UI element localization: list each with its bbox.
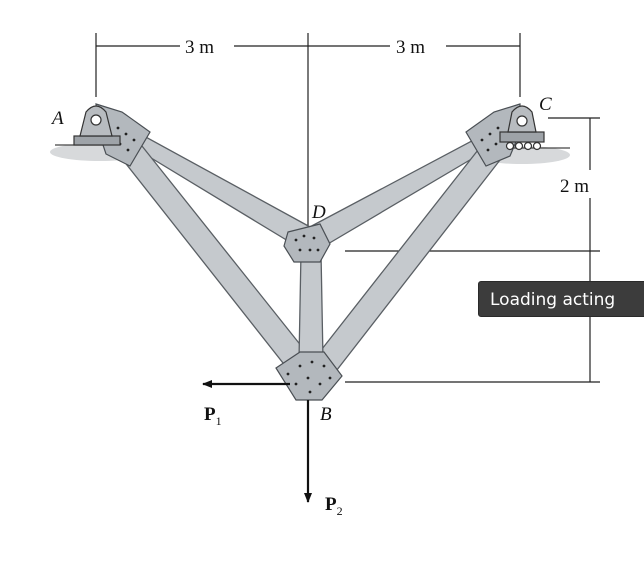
roller-support-c <box>499 105 545 151</box>
label-p1: P1 <box>204 404 222 428</box>
label-b: B <box>320 404 332 425</box>
right-dimension-lines <box>345 117 600 383</box>
label-a: A <box>50 108 64 129</box>
loading-tooltip: Loading acting <box>478 281 644 317</box>
label-p1-sub: 1 <box>216 414 222 428</box>
member-db <box>298 251 324 361</box>
dimension-top-right: 3 m <box>396 37 425 58</box>
truss-members <box>111 123 501 385</box>
pin-support-a <box>73 105 121 146</box>
top-dimension-lines <box>95 33 521 230</box>
gusset-b <box>275 351 343 401</box>
dimension-top-left: 3 m <box>185 37 214 58</box>
label-p1-letter: P <box>204 404 216 425</box>
label-p2-sub: 2 <box>337 504 343 518</box>
label-p2: P2 <box>325 494 343 518</box>
gusset-rivets <box>116 126 500 394</box>
label-d: D <box>311 202 326 223</box>
dimension-right-upper: 2 m <box>560 176 589 197</box>
label-p2-letter: P <box>325 494 337 515</box>
member-ab <box>111 135 323 383</box>
gusset-d <box>283 223 331 263</box>
label-c: C <box>539 94 552 115</box>
